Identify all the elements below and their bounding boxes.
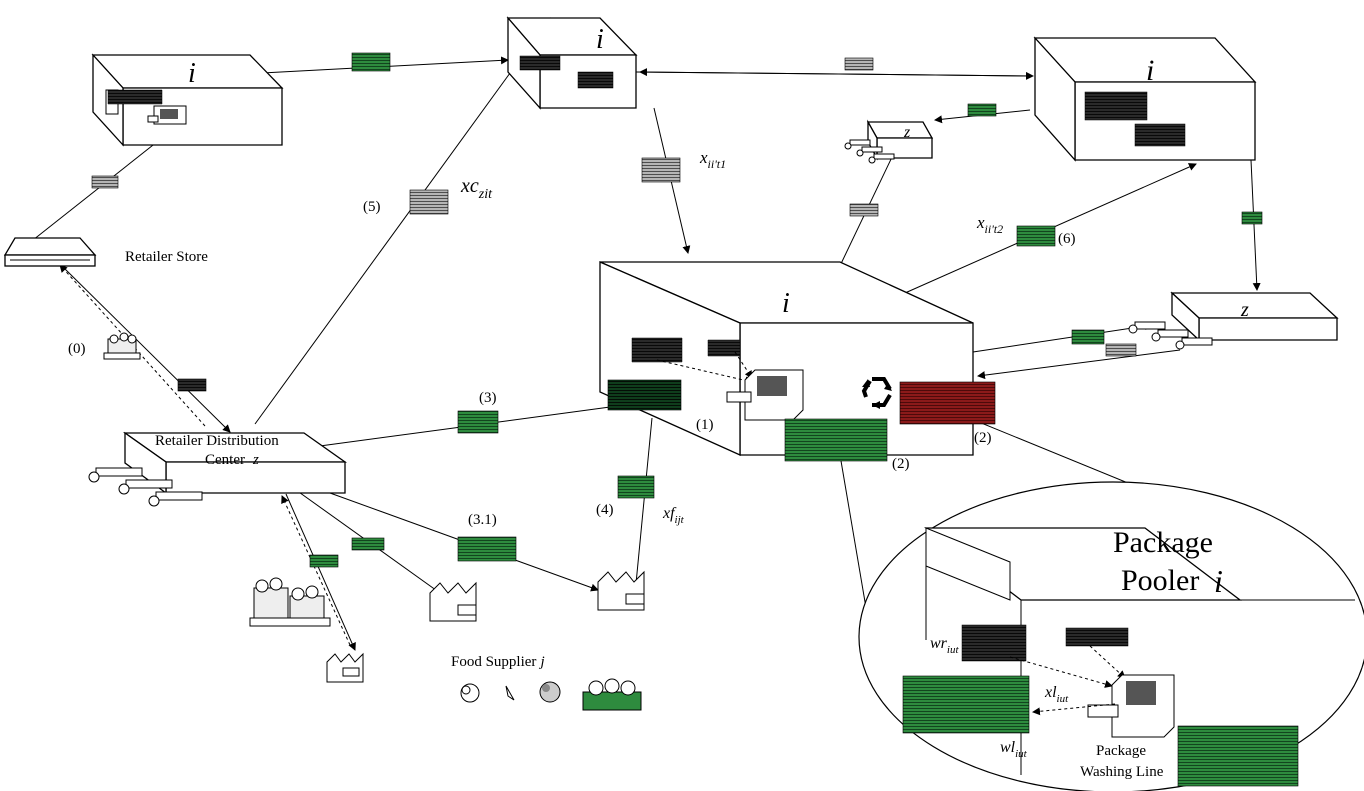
crate-stacks xyxy=(91,52,1263,568)
crate-stack-icon xyxy=(409,189,449,215)
edge-store-to-dc xyxy=(61,265,231,433)
pallet-store xyxy=(103,332,141,360)
broccoli-icon xyxy=(539,681,561,703)
crate-stack-icon xyxy=(351,537,385,551)
carrot-icon xyxy=(505,685,515,701)
supplier-factory-left xyxy=(326,652,364,683)
crate-stack-icon xyxy=(309,554,339,568)
washing-machine-icon xyxy=(147,105,187,125)
crate-stack-icon xyxy=(1016,225,1056,247)
washing-machine-icon xyxy=(1087,674,1175,738)
lettuce-icon xyxy=(460,683,480,703)
crate-stack-icon xyxy=(967,103,997,117)
pooler-top-left: i xyxy=(91,53,284,147)
produce-crate-icon xyxy=(582,678,642,711)
crate-stack-icon xyxy=(177,378,207,392)
depot-label: z xyxy=(903,124,911,141)
pallet-dc xyxy=(249,577,331,627)
step-label: (2) xyxy=(892,456,910,472)
crate-stack-icon xyxy=(1105,343,1137,357)
edge-topright-to-topmiddle xyxy=(639,68,1034,77)
variable-x-ii-t1: xii't1 xyxy=(699,148,726,171)
depot-upper: z xyxy=(844,119,934,164)
pooler-label: i xyxy=(1146,54,1154,87)
step-label: (2) xyxy=(974,430,992,446)
step-label: (3) xyxy=(479,390,497,406)
pooler-label: i xyxy=(782,288,790,319)
retailer-store: Retailer Store xyxy=(3,237,208,267)
crate-stack-icon xyxy=(351,52,391,72)
pooler-label: i xyxy=(188,58,196,89)
zoom-title-line2: Pooler xyxy=(1121,564,1199,597)
step-label: (0) xyxy=(68,341,86,357)
dc-label-line2: Center xyxy=(205,452,245,468)
variable-wr-iut: wriut xyxy=(930,635,959,656)
crate-stack-icon xyxy=(849,203,879,217)
crate-stack-icon xyxy=(1071,329,1105,345)
flow-step-labels: (0) (1) (2) (2) (3) (3.1) (4) (5) (6) xyxy=(68,199,1076,528)
dc-label-line1: Retailer Distribution xyxy=(155,433,279,449)
package-pooler-zoom: Package Pooler i wriut xliut wliut Packa… xyxy=(858,481,1364,791)
recycle-icon xyxy=(861,377,892,409)
supplier-factory-right xyxy=(597,570,645,611)
supplier-factory-mid xyxy=(429,581,477,622)
edge-depot-right-to-center xyxy=(977,349,1181,380)
variable-x-ii-t2: xii't2 xyxy=(976,213,1003,236)
washing-line-label-1: Package xyxy=(1096,743,1146,759)
retailer-dc: Retailer Distribution Center z xyxy=(88,431,348,507)
variable-xf-ijt: xfijt xyxy=(662,505,685,526)
edge-dc-to-topmiddle xyxy=(254,17,551,425)
edge-center-to-depot-right xyxy=(972,322,1153,353)
crate-stack-icon xyxy=(784,418,888,462)
retailer-store-label: Retailer Store xyxy=(125,249,208,265)
pooler-top-right: i xyxy=(1033,36,1257,162)
edge-center-to-dc xyxy=(304,406,611,452)
variable-xl-iut: xliut xyxy=(1044,684,1069,705)
step-label: (4) xyxy=(596,502,614,518)
step-label: (3.1) xyxy=(468,512,497,528)
variable-wl-iut: wliut xyxy=(1000,739,1028,760)
crate-stack-icon xyxy=(607,379,682,411)
zoom-title-var: i xyxy=(1214,563,1223,599)
crate-stack-icon xyxy=(844,57,874,71)
crate-stack-icon xyxy=(91,175,119,189)
dc-label-var: z xyxy=(252,452,259,468)
crate-stack-icon xyxy=(641,157,681,183)
crate-stack-icon xyxy=(1241,211,1263,225)
pooler-label: i xyxy=(596,24,604,55)
crate-stack-icon xyxy=(617,475,655,499)
step-label: (5) xyxy=(363,199,381,215)
edge-dc-to-supplier-left xyxy=(285,493,356,651)
depot-right: z xyxy=(1128,291,1339,350)
step-label: (1) xyxy=(696,417,714,433)
edge-topright-to-depot-right xyxy=(1250,159,1261,291)
edge-center-to-supplier xyxy=(631,417,653,595)
crate-stack-icon xyxy=(899,381,996,425)
crate-stack-icon xyxy=(457,410,499,434)
depot-label: z xyxy=(1240,299,1249,321)
step-label: (6) xyxy=(1058,231,1076,247)
variable-labels: xii't1 xii't2 xczit xfijt xyxy=(460,148,1003,526)
washing-line-label-2: Washing Line xyxy=(1080,764,1164,780)
pooler-top-middle: i xyxy=(506,16,638,110)
crate-stack-icon xyxy=(457,536,517,562)
washing-machine-icon xyxy=(726,369,804,421)
zoom-title-line1: Package xyxy=(1113,526,1213,559)
variable-xc-zit: xczit xyxy=(460,175,493,202)
